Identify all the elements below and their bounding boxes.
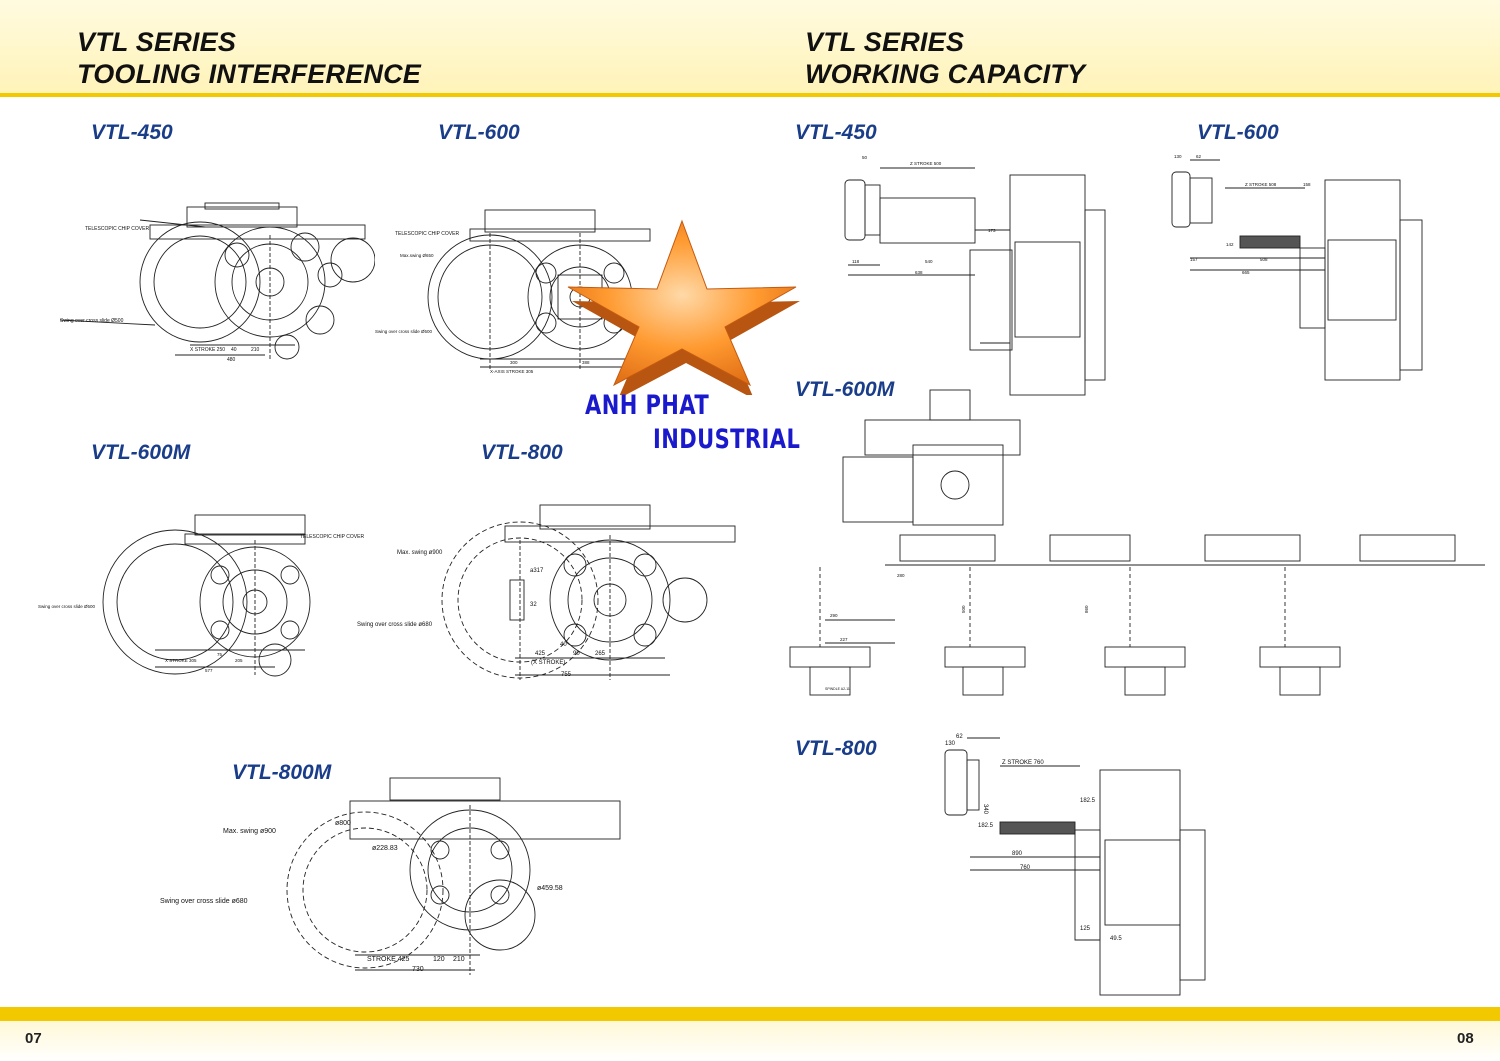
dim-90: 90 — [573, 651, 580, 657]
dim-32: 32 — [530, 602, 537, 608]
dim-265: 265 — [595, 651, 606, 657]
xstroke-label: X STROKE 305 — [165, 658, 197, 663]
footer-band — [0, 1007, 1500, 1021]
header-band — [0, 0, 1500, 95]
capacity-drawing-vtl450: Z STROKE 500 50 173 118 540 638 — [844, 155, 1106, 396]
dim-40: 40 — [231, 347, 237, 353]
title-line: VTL SERIES — [805, 27, 965, 57]
dim-860: 860 — [1084, 605, 1089, 613]
dim-540: 540 — [925, 259, 933, 264]
dim-40: 40 — [560, 642, 567, 648]
dim-182-5b: 182.5 — [978, 823, 994, 829]
dim-50: 50 — [862, 155, 868, 160]
dim-173: 173 — [988, 228, 996, 233]
model-label-vtl800m: VTL-800M — [232, 761, 332, 784]
dim-340: 340 — [982, 804, 988, 815]
dim-210: 210 — [453, 956, 465, 963]
model-label-vtl600: VTL-600 — [438, 121, 520, 144]
dim-388: 388 — [582, 360, 590, 365]
dim-182-5a: 182.5 — [1080, 798, 1096, 804]
dim-300: 300 — [510, 360, 518, 365]
dia-800-label: ø800 — [335, 820, 351, 827]
model-label-wc-vtl600: VTL-600 — [1197, 121, 1279, 144]
dim-157: 157 — [1190, 257, 1198, 262]
dia-228-label: ø228.83 — [372, 845, 398, 852]
title-line: WORKING CAPACITY — [805, 59, 1086, 89]
spindle-label: SPINDLE A2-11 — [825, 687, 850, 691]
swing-label: Swing over cross slide Ø500 — [60, 318, 124, 324]
dim-425: 425 — [535, 651, 546, 657]
stroke-label: STROKE 425 — [367, 956, 410, 963]
dim-205: 205 — [235, 658, 243, 663]
model-label-vtl450: VTL-450 — [91, 121, 173, 144]
working-capacity-title: VTL SERIES WORKING CAPACITY — [805, 26, 1085, 90]
zstroke-label: Z STROKE 760 — [1002, 760, 1044, 766]
dim-62: 62 — [956, 734, 963, 740]
footer-fade — [0, 1021, 1500, 1061]
dim-500: 500 — [961, 605, 966, 613]
dim-755: 755 — [561, 672, 572, 678]
dim-62: 62 — [1196, 154, 1202, 159]
dim-130: 130 — [945, 741, 956, 747]
swing-label: Swing over cross slide ø680 — [160, 898, 248, 905]
telescopic-label: TELESCOPIC CHIP COVER — [85, 226, 149, 232]
dim-577: 577 — [205, 668, 213, 673]
model-label-wc-vtl450: VTL-450 — [795, 121, 877, 144]
page-number-right: 08 — [1457, 1030, 1474, 1047]
model-label-vtl800: VTL-800 — [481, 441, 563, 464]
maxswing-label: Max. swing ø900 — [397, 550, 443, 556]
zstroke-label: Z STROKE 508 — [1245, 182, 1277, 187]
tooling-interference-title: VTL SERIES TOOLING INTERFERENCE — [77, 26, 421, 90]
tooling-drawing-vtl800m: Max. swing ø900 Swing over cross slide ø… — [160, 777, 621, 975]
dim-120: 120 — [433, 956, 445, 963]
telescopic-label: TELESCOPIC CHIP COVER — [395, 231, 459, 237]
dim-227: 227 — [840, 637, 848, 642]
maxswing-label: Max.swing Ø650 — [400, 253, 434, 258]
dim-890: 890 — [1012, 851, 1023, 857]
xstroke-label: X STROKE 250 — [190, 347, 225, 353]
page-number-left: 07 — [25, 1030, 42, 1047]
watermark-line1: ANH PHAT — [585, 390, 710, 421]
title-line: VTL SERIES — [77, 27, 237, 57]
dim-a317: a317 — [530, 568, 544, 574]
tooling-drawing-vtl600m: TELESCOPIC CHIP COVER Swing over cross s… — [38, 514, 364, 677]
telescopic-label: TELESCOPIC CHIP COVER — [300, 534, 364, 540]
dim-49-5: 49.5 — [1110, 936, 1122, 942]
model-label-vtl600m: VTL-600M — [91, 441, 191, 464]
dim-508: 508 — [1260, 257, 1268, 262]
dim-118: 118 — [852, 259, 860, 264]
capacity-drawing-vtl600: 130 62 Z STROKE 508 158 142 157 508 665 — [1171, 154, 1423, 381]
header-rule — [0, 93, 1500, 97]
maxswing-label: Max. swing ø900 — [223, 828, 276, 835]
capacity-drawing-vtl800: 130 62 Z STROKE 760 340 182.5 182.5 890 … — [944, 734, 1206, 996]
model-label-wc-vtl600m: VTL-600M — [795, 378, 895, 401]
tooling-drawing-vtl450: TELESCOPIC CHIP COVER Swing over cross s… — [59, 202, 375, 363]
dim-280: 280 — [897, 573, 905, 578]
swing-label: Swing over cross slide Ø500 — [38, 604, 96, 609]
xaxis-stroke-label: X-AXIS STROKE 305 — [490, 369, 534, 374]
dim-142: 142 — [1226, 242, 1234, 247]
dim-638: 638 — [915, 270, 923, 275]
dim-665: 665 — [1242, 270, 1250, 275]
dim-290: 290 — [830, 613, 838, 618]
dim-75: 75 — [217, 652, 223, 657]
dim-730: 730 — [412, 966, 424, 973]
model-label-wc-vtl800: VTL-800 — [795, 737, 877, 760]
swing-label: Swing over cross slide Ø500 — [375, 329, 433, 334]
title-line: TOOLING INTERFERENCE — [77, 59, 422, 89]
dim-480: 480 — [227, 357, 236, 363]
dim-760: 760 — [1020, 865, 1031, 871]
dim-158: 158 — [1303, 182, 1311, 187]
zstroke-label: Z STROKE 500 — [910, 161, 942, 166]
tooling-drawing-vtl800: Max. swing ø900 Swing over cross slide ø… — [357, 504, 736, 680]
swing-label: Swing over cross slide ø680 — [357, 622, 433, 628]
watermark-line2: INDUSTRIAL — [653, 424, 801, 455]
dim-125: 125 — [1080, 926, 1091, 932]
xstroke-label: (X STROKE) — [531, 660, 565, 666]
capacity-drawing-vtl600m: 290 227 280 500 860 SPINDLE A2-11 — [789, 389, 1485, 696]
dim-130: 130 — [1174, 154, 1182, 159]
dia-459-label: ø459.58 — [537, 885, 563, 892]
dim-210: 210 — [251, 347, 260, 353]
watermark-star-icon — [567, 219, 800, 395]
